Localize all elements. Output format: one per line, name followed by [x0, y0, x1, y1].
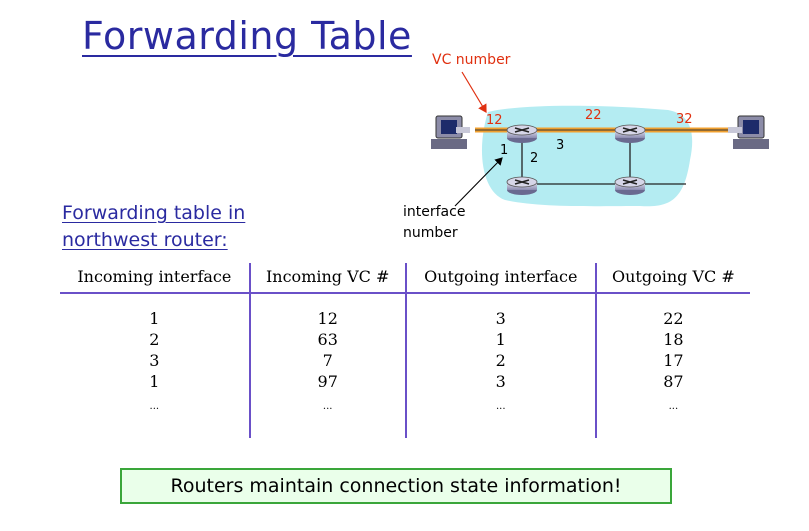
table-cell: 22 [594, 293, 750, 329]
router-southwest-icon [506, 176, 538, 195]
computer-left-icon [431, 115, 470, 149]
table-cell: 12 [248, 293, 406, 329]
table-cell: 17 [594, 350, 750, 371]
table-cell: ... [149, 401, 160, 412]
table-cell: 2 [404, 350, 596, 371]
table-cell: 18 [594, 329, 750, 350]
header-outgoing-vc: Outgoing VC # [594, 263, 750, 294]
vc-number-right: 32 [676, 112, 693, 127]
header-incoming-vc: Incoming VC # [248, 263, 406, 294]
interface-number-arrow [454, 157, 503, 207]
interface-number-2: 2 [530, 151, 538, 166]
table-cell: 87 [594, 371, 750, 392]
table-cell: 3 [404, 293, 596, 329]
vc-number-annotation: VC number [432, 52, 511, 68]
table-row: 1 97 3 87 [60, 371, 750, 392]
computer-right-icon [728, 115, 769, 149]
table-cell: 1 [404, 329, 596, 350]
table-cell: 2 [149, 330, 160, 349]
page-title: Forwarding Table [82, 14, 412, 58]
table-cell: 97 [248, 371, 406, 392]
table-row: 1 12 3 22 [60, 293, 750, 329]
header-outgoing-interface: Outgoing interface [404, 263, 596, 294]
router-northwest-icon [506, 124, 538, 143]
table-caption: Forwarding table in northwest router: [62, 200, 245, 254]
table-header-row: Incoming interface Incoming VC # Outgoin… [60, 263, 750, 294]
vc-number-middle: 22 [585, 108, 602, 123]
table-row: 3 7 2 17 [60, 350, 750, 371]
table-caption-line2: northwest router: [62, 229, 228, 251]
network-links [521, 136, 686, 185]
table-cell: ... [404, 392, 596, 438]
interface-annotation-line1: interface [403, 204, 465, 220]
table-cell: 7 [248, 350, 406, 371]
table-cell: 3 [404, 371, 596, 392]
table-cell: 1 [149, 372, 160, 391]
router-southeast-icon [614, 176, 646, 195]
table-caption-line1: Forwarding table in [62, 202, 246, 224]
interface-number-1: 1 [500, 143, 508, 158]
header-incoming-interface: Incoming interface [60, 263, 250, 294]
table-cell: 1 [149, 309, 160, 328]
state-info-callout: Routers maintain connection state inform… [120, 468, 672, 504]
table-row-ellipsis: ... ... ... ... [60, 392, 750, 438]
router-northeast-icon [614, 124, 646, 143]
table-row: 2 63 1 18 [60, 329, 750, 350]
forwarding-table: Incoming interface Incoming VC # Outgoin… [60, 263, 750, 438]
table-cell: 3 [149, 351, 160, 370]
table-cell: 63 [248, 329, 406, 350]
table-cell: ... [248, 392, 406, 438]
interface-annotation-line2: number [403, 225, 458, 241]
interface-number-3: 3 [556, 138, 564, 153]
vc-number-arrow [461, 71, 487, 114]
table-cell: ... [594, 392, 750, 438]
vc-number-left: 12 [486, 113, 503, 128]
